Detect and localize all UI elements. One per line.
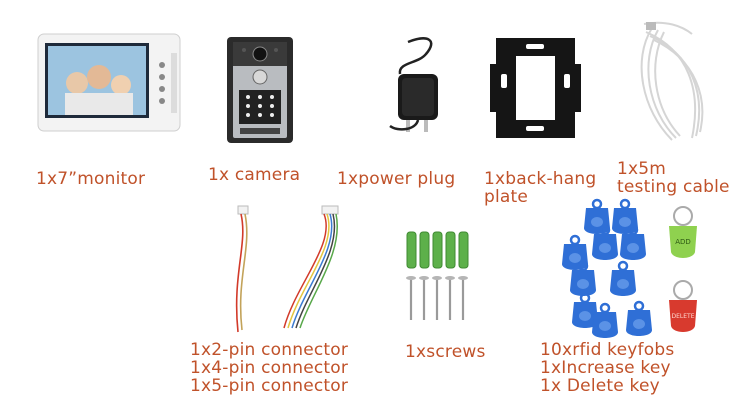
monitor-label: 1x7”monitor bbox=[36, 169, 146, 189]
camera-icon bbox=[227, 37, 293, 143]
screws-icon bbox=[406, 231, 469, 320]
back-plate-label: 1xback-hang plate bbox=[484, 170, 596, 206]
cable-icon bbox=[640, 21, 704, 141]
increase-key-text: ADD bbox=[675, 238, 691, 246]
keyfobs-icon: ADD DELETE bbox=[560, 198, 697, 340]
keyfobs-label-rfid: 10xrfid keyfobs bbox=[540, 340, 675, 360]
back-plate-label-line2: plate bbox=[484, 187, 529, 207]
cable-label-line1: 1x5m bbox=[617, 159, 667, 179]
power-plug-label: 1xpower plug bbox=[337, 169, 456, 189]
delete-key-text: DELETE bbox=[671, 313, 694, 320]
keyfobs-label: 10xrfid keyfobs 1xIncrease key 1x Delete… bbox=[540, 341, 674, 395]
back-plate-label-line1: 1xback-hang bbox=[484, 169, 597, 189]
keyfobs-label-increase: 1xIncrease key bbox=[540, 358, 671, 378]
power-plug-icon bbox=[389, 37, 438, 132]
connector-label-4pin: 1x4-pin connector bbox=[190, 358, 349, 378]
connectors-label: 1x2-pin connector 1x4-pin connector 1x5-… bbox=[190, 341, 348, 395]
monitor-icon bbox=[37, 33, 181, 132]
connector-label-2pin: 1x2-pin connector bbox=[190, 340, 349, 360]
connector-wires-icon bbox=[235, 205, 339, 333]
camera-label: 1x camera bbox=[208, 165, 301, 185]
screws-label: 1xscrews bbox=[405, 342, 486, 362]
back-plate-icon bbox=[490, 38, 581, 138]
connector-label-5pin: 1x5-pin connector bbox=[190, 376, 349, 396]
keyfobs-label-delete: 1x Delete key bbox=[540, 376, 660, 396]
cable-label: 1x5m testing cable bbox=[617, 160, 730, 196]
cable-label-line2: testing cable bbox=[617, 177, 730, 197]
